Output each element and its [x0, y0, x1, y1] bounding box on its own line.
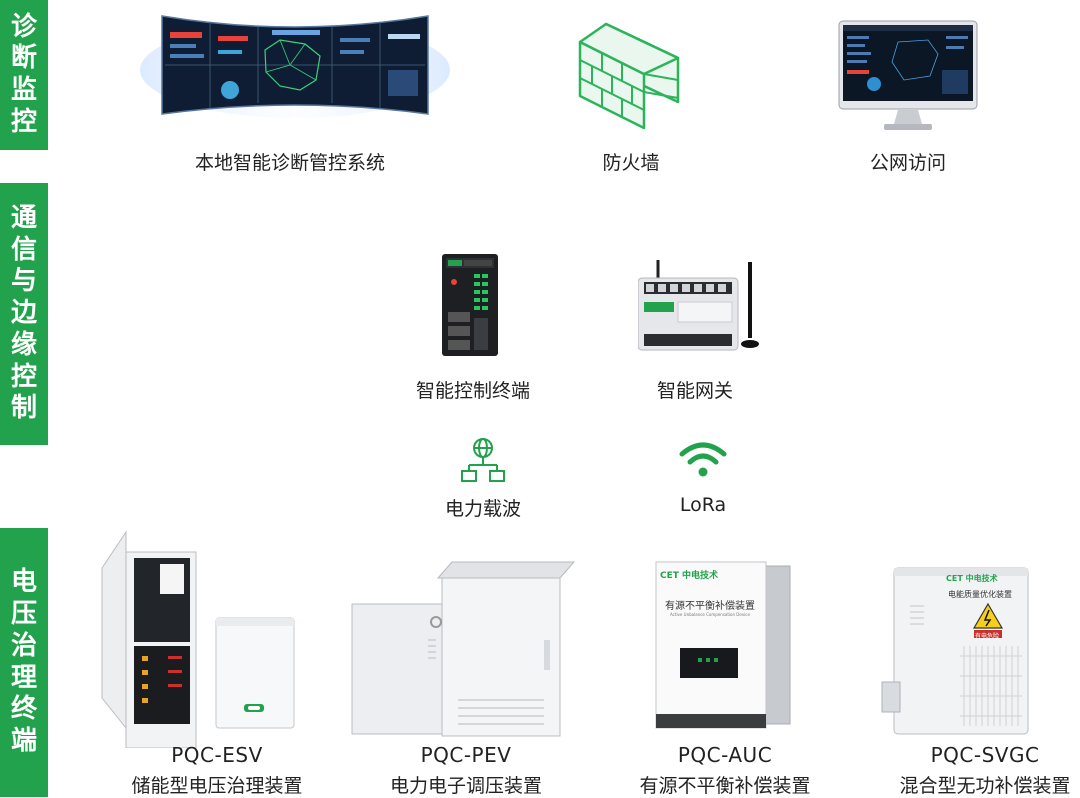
device-svgc-panel-title: 电能质量优化装置 [948, 590, 1012, 599]
power-carrier-icon [460, 437, 506, 485]
control-terminal-image [440, 252, 500, 358]
device-esv-name: 储能型电压治理装置 [131, 775, 303, 797]
video-wall-image [140, 10, 450, 122]
monitor-image [838, 20, 978, 132]
firewall-icon [574, 20, 684, 132]
device-esv-image [98, 528, 298, 748]
device-svgc-warning: 有电危险 [975, 633, 1000, 640]
device-pev-name: 电力电子调压装置 [389, 775, 543, 797]
section-tab-diagnose-label: 诊断监控 [10, 11, 37, 137]
label-power-carrier: 电力载波 [444, 498, 522, 520]
device-auc-panel-en: Active Unbalance Compensation Device [670, 612, 750, 617]
device-svgc-image [880, 566, 1040, 736]
label-firewall: 防火墙 [602, 152, 660, 174]
section-tab-comm: 通信与边缘控制 [0, 183, 48, 445]
device-svgc-name: 混合型无功补偿装置 [899, 775, 1071, 797]
device-auc-image [654, 560, 794, 730]
smart-gateway-image [638, 258, 760, 356]
label-lora: LoRa [679, 494, 727, 516]
device-auc-brand: CET 中电技术 [660, 571, 719, 581]
section-tab-diagnose: 诊断监控 [0, 0, 48, 150]
label-smart-gateway: 智能网关 [656, 380, 734, 402]
section-tab-terminal-label: 电压治理终端 [10, 567, 37, 756]
device-pev-image [348, 560, 578, 740]
label-control-terminal: 智能控制终端 [415, 380, 531, 402]
device-svgc-model: PQC-SVGC [930, 743, 1040, 767]
device-auc-model: PQC-AUC [677, 743, 773, 767]
wifi-icon [678, 440, 728, 480]
section-tab-terminal: 电压治理终端 [0, 528, 48, 797]
device-svgc-brand: CET 中电技术 [946, 574, 998, 583]
section-tab-comm-label: 通信与边缘控制 [10, 202, 37, 424]
label-public-access: 公网访问 [869, 152, 947, 174]
device-pev-model: PQC-PEV [420, 743, 512, 767]
label-local-system: 本地智能诊断管控系统 [194, 152, 386, 174]
device-auc-panel-title: 有源不平衡补偿装置 [665, 601, 755, 612]
device-esv-model: PQC-ESV [171, 743, 263, 767]
device-auc-name: 有源不平衡补偿装置 [639, 775, 811, 797]
